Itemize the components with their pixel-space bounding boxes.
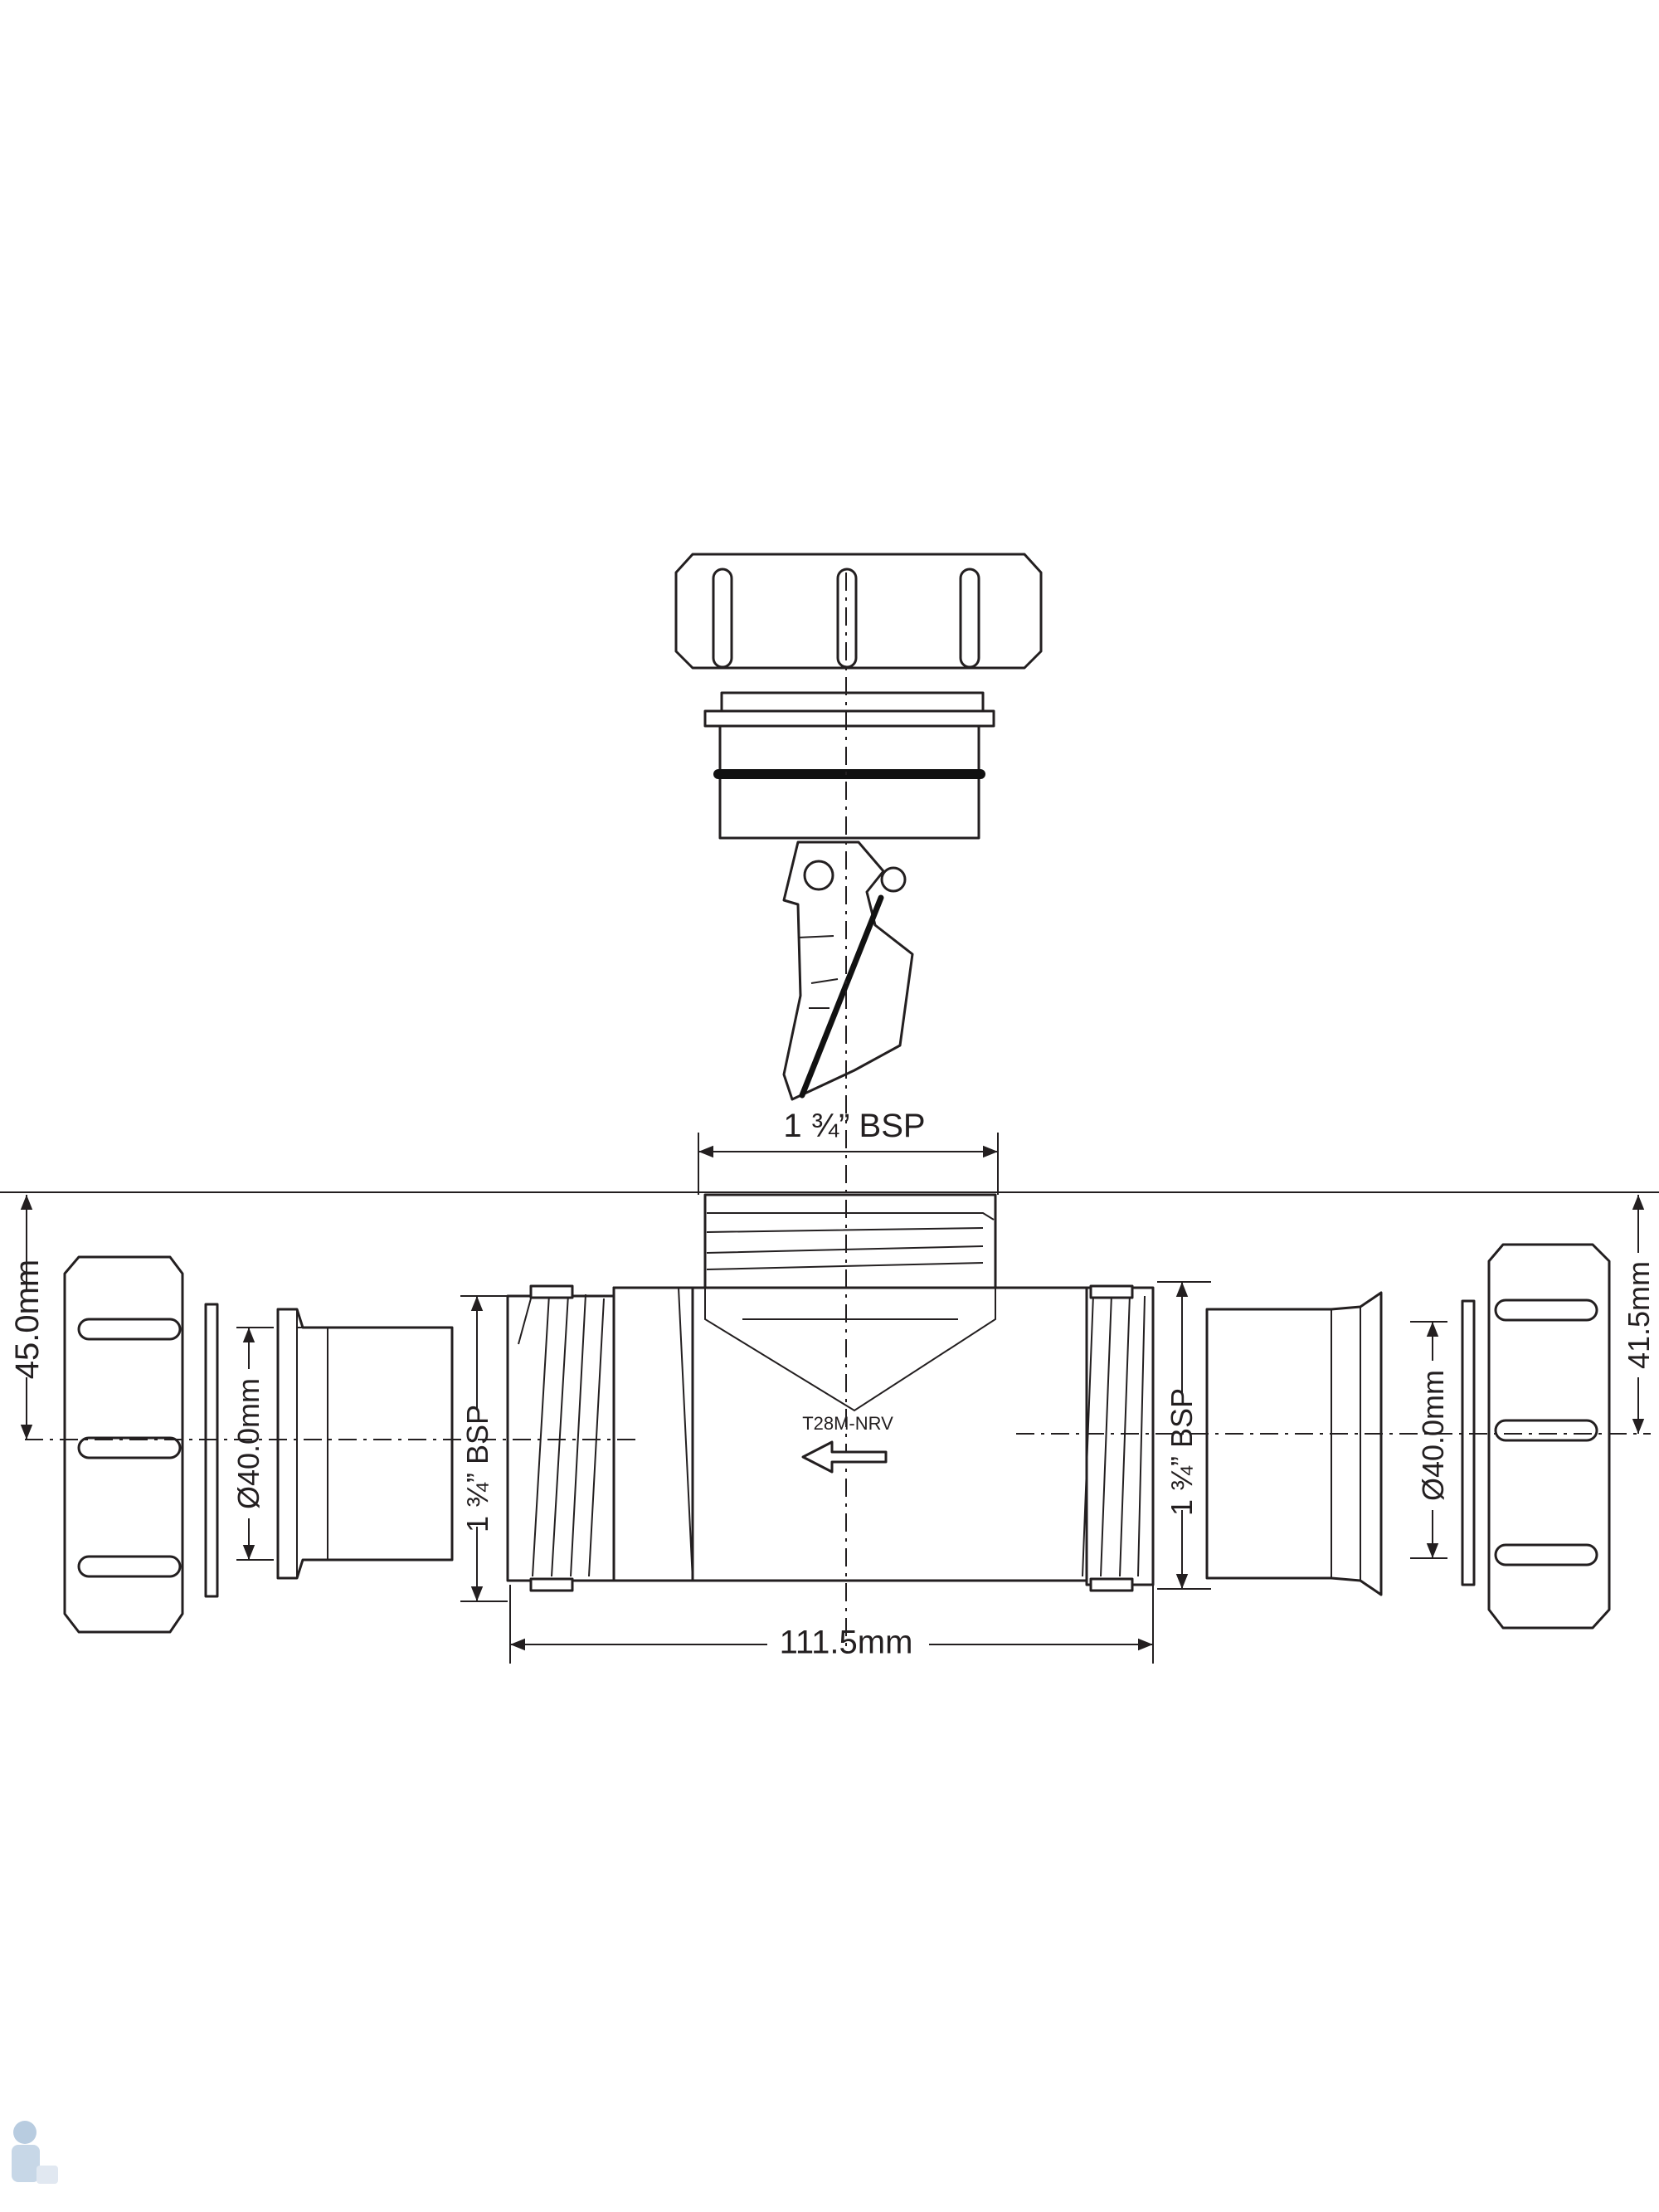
left-compression-nut bbox=[63, 1255, 184, 1634]
right-height-label: 41.5mm bbox=[1622, 1261, 1656, 1369]
dimension-lines bbox=[0, 1133, 1659, 1664]
left-thread-label: 1 ¾” BSP bbox=[460, 1405, 494, 1532]
centre-lines bbox=[25, 572, 1651, 1651]
top-spigot-with-oring bbox=[703, 691, 995, 840]
right-washer bbox=[1461, 1299, 1476, 1586]
overall-length-label: 111.5mm bbox=[780, 1625, 913, 1661]
top-thread-label: 1 ¾” BSP bbox=[783, 1108, 925, 1144]
left-washer bbox=[204, 1303, 219, 1598]
arrow-left-icon bbox=[801, 1440, 888, 1474]
plumber-mascot-logo bbox=[12, 2121, 58, 2184]
tee-body bbox=[506, 1193, 1155, 1592]
non-return-valve-flap bbox=[782, 840, 914, 1101]
body-model-label: T28M-NRV bbox=[802, 1413, 893, 1434]
right-compression-nut bbox=[1487, 1243, 1611, 1630]
left-spigot bbox=[276, 1308, 454, 1580]
right-spigot bbox=[1205, 1291, 1383, 1596]
left-bore-label: Ø40.0mm bbox=[231, 1378, 265, 1509]
right-bore-label: Ø40.0mm bbox=[1416, 1370, 1450, 1501]
top-compression-nut bbox=[674, 553, 1043, 670]
right-thread-label: 1 ¾” BSP bbox=[1165, 1388, 1199, 1516]
left-height-label: 45.0mm bbox=[9, 1259, 46, 1380]
